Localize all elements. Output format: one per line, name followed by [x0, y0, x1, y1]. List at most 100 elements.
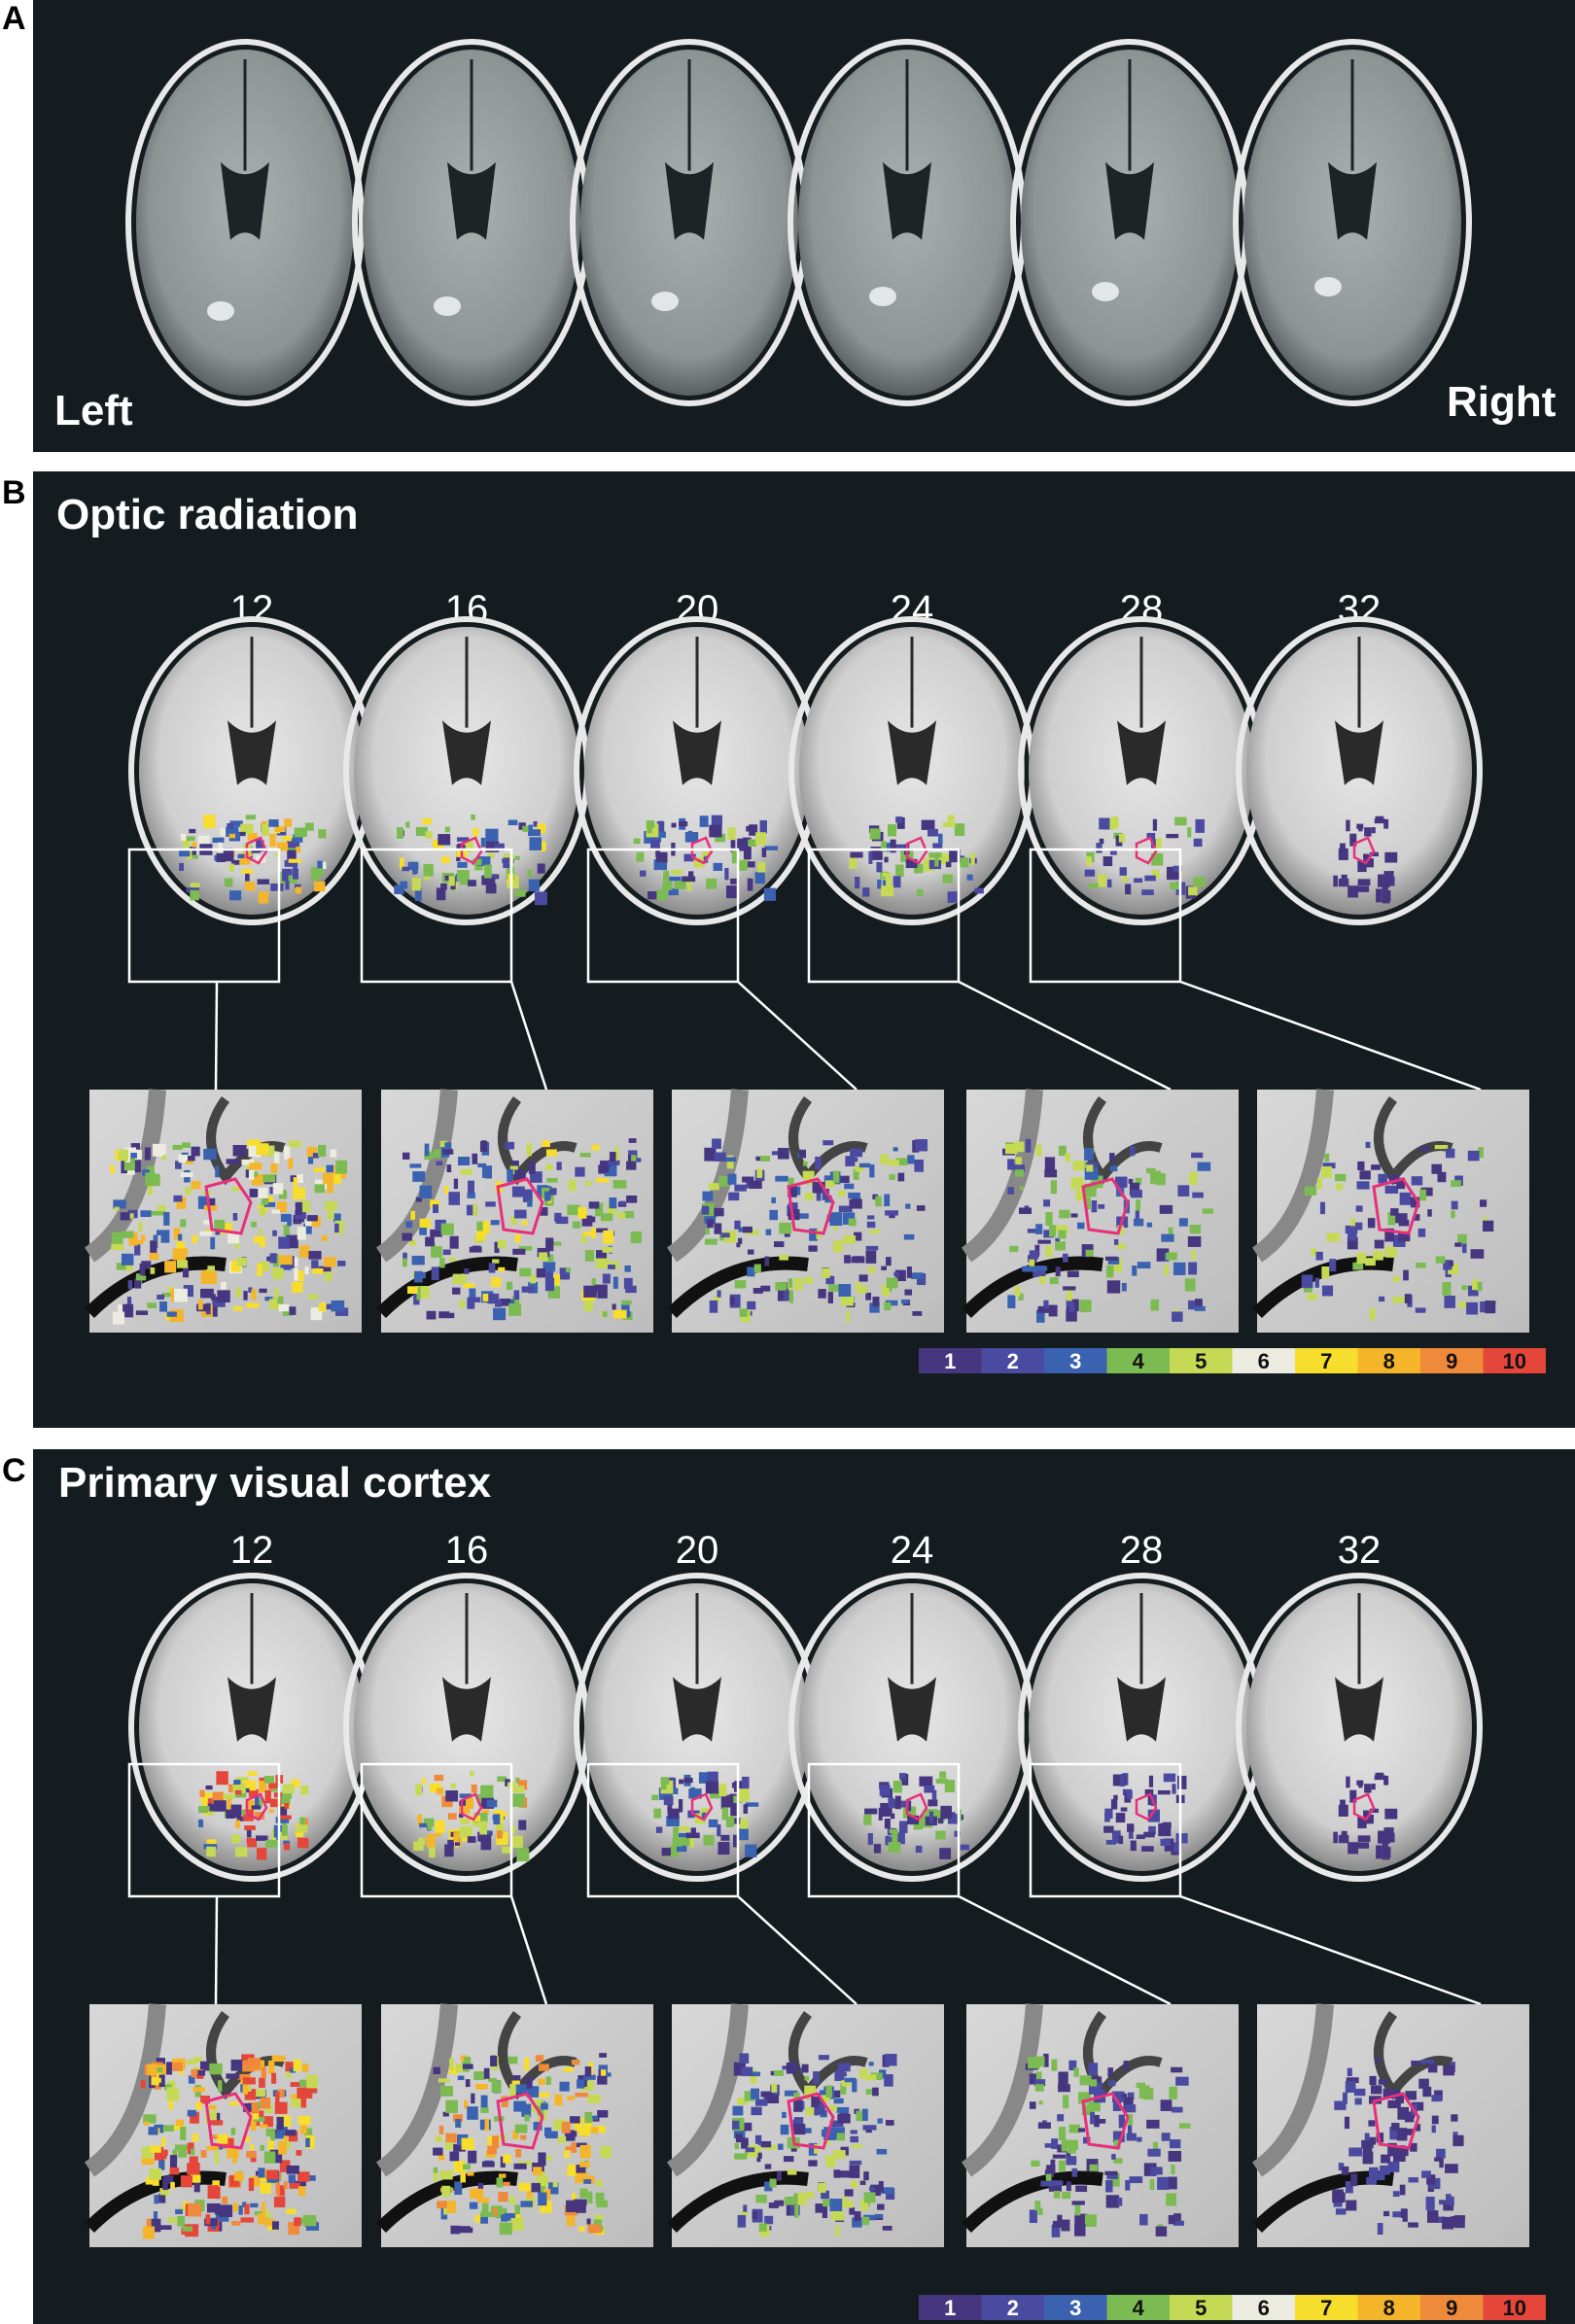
overlap-voxel	[305, 2134, 315, 2149]
overlap-voxel	[1152, 818, 1158, 831]
overlap-voxel	[528, 879, 540, 891]
overlap-voxel	[747, 1301, 756, 1310]
overlap-voxel	[197, 835, 210, 849]
overlap-voxel	[1171, 2066, 1183, 2073]
colorbar-label: 7	[1320, 1349, 1332, 1373]
overlap-voxel	[1435, 1256, 1446, 1264]
overlap-voxel	[1415, 1307, 1426, 1313]
overlap-voxel	[865, 2128, 872, 2133]
overlap-voxel	[966, 874, 973, 881]
overlap-voxel	[746, 2147, 755, 2153]
overlap-voxel	[761, 2140, 772, 2148]
overlap-voxel	[440, 856, 450, 864]
overlap-voxel	[619, 1200, 626, 1206]
overlap-voxel	[111, 1243, 124, 1251]
overlap-voxel	[942, 822, 956, 828]
overlap-voxel	[186, 887, 200, 893]
overlap-voxel	[1161, 1233, 1174, 1242]
overlap-voxel	[744, 2091, 755, 2101]
overlap-voxel	[1151, 2167, 1163, 2175]
overlap-voxel	[945, 861, 952, 868]
overlap-voxel	[1362, 2145, 1373, 2156]
overlap-voxel	[779, 1222, 792, 1234]
overlap-voxel	[1106, 2171, 1118, 2179]
overlap-voxel	[970, 852, 975, 865]
overlap-voxel	[260, 2098, 271, 2109]
overlap-voxel	[844, 2189, 854, 2197]
overlap-voxel	[402, 1252, 407, 1261]
overlap-voxel	[176, 1241, 186, 1253]
overlap-voxel	[681, 1837, 693, 1846]
overlap-voxel	[445, 2133, 457, 2143]
overlap-voxel	[246, 2151, 257, 2159]
overlap-voxel	[410, 1210, 416, 1220]
overlap-voxel	[1120, 1807, 1128, 1812]
overlap-voxel	[1094, 2114, 1100, 2128]
overlap-voxel	[788, 1290, 793, 1303]
overlap-voxel	[752, 2211, 757, 2220]
overlap-voxel	[1347, 1236, 1358, 1250]
overlap-voxel	[297, 1227, 306, 1240]
overlap-voxel	[209, 2104, 217, 2110]
overlap-voxel	[468, 2150, 477, 2164]
overlap-voxel	[583, 2179, 592, 2184]
overlap-voxel	[1416, 1263, 1426, 1268]
overlap-voxel	[1125, 2180, 1131, 2191]
colorbar-swatch	[1106, 1348, 1170, 1373]
overlap-voxel	[827, 1292, 833, 1303]
overlap-voxel	[207, 1798, 213, 1804]
overlap-voxel	[514, 889, 526, 897]
overlap-voxel	[1375, 2056, 1380, 2064]
overlap-voxel	[1408, 2177, 1418, 2183]
overlap-voxel	[829, 1212, 843, 1227]
overlap-voxel	[288, 875, 298, 885]
overlap-voxel	[243, 2102, 252, 2112]
overlap-voxel	[1115, 1813, 1126, 1823]
overlap-voxel	[192, 842, 197, 848]
colorbar-label: 6	[1258, 1349, 1270, 1373]
overlap-voxel	[805, 2106, 815, 2116]
overlap-voxel	[1442, 1281, 1452, 1296]
colorbar-label: 1	[944, 2296, 956, 2320]
overlap-voxel	[582, 1231, 592, 1236]
overlap-voxel	[305, 2222, 320, 2231]
overlap-voxel	[1057, 2114, 1065, 2122]
overlap-voxel	[277, 2115, 292, 2128]
overlap-voxel	[1157, 1789, 1171, 1795]
colorbar-label: 8	[1383, 2296, 1395, 2320]
overlap-voxel	[1032, 1265, 1046, 1277]
overlap-voxel	[175, 2208, 183, 2215]
overlap-voxel	[469, 1288, 476, 1298]
overlap-voxel	[519, 1267, 532, 1277]
overlap-voxel	[878, 1807, 883, 1821]
lesion-outline	[245, 1792, 268, 1821]
overlap-voxel	[1044, 1169, 1058, 1178]
overlap-voxel	[1142, 2088, 1154, 2100]
overlap-voxel	[1453, 2215, 1465, 2229]
overlap-voxel	[516, 1848, 530, 1862]
overlap-voxel	[467, 1297, 481, 1302]
overlap-voxel	[335, 1307, 349, 1316]
overlap-voxel	[869, 828, 881, 840]
overlap-voxel	[513, 2100, 527, 2112]
overlap-voxel	[459, 1805, 471, 1814]
overlap-voxel	[1128, 2114, 1134, 2126]
overlap-voxel	[128, 1231, 138, 1246]
overlap-voxel	[149, 2168, 161, 2180]
overlap-voxel	[183, 1285, 193, 1298]
overlap-voxel	[594, 1202, 604, 1217]
overlap-voxel	[422, 1778, 427, 1785]
overlap-voxel	[1451, 1180, 1461, 1188]
overlap-voxel	[852, 2217, 862, 2228]
lesion-outline	[690, 1792, 714, 1821]
overlap-voxel	[1077, 1222, 1085, 1230]
overlap-voxel	[892, 876, 901, 888]
zoom-connector	[737, 1895, 858, 2005]
overlap-voxel	[1390, 1208, 1399, 1216]
overlap-voxel	[1050, 1180, 1058, 1195]
overlap-voxel	[850, 1148, 863, 1158]
overlap-voxel	[402, 1258, 407, 1267]
overlap-voxel	[477, 1162, 487, 1168]
overlap-voxel	[833, 1226, 838, 1231]
overlap-voxel	[1410, 2142, 1418, 2152]
